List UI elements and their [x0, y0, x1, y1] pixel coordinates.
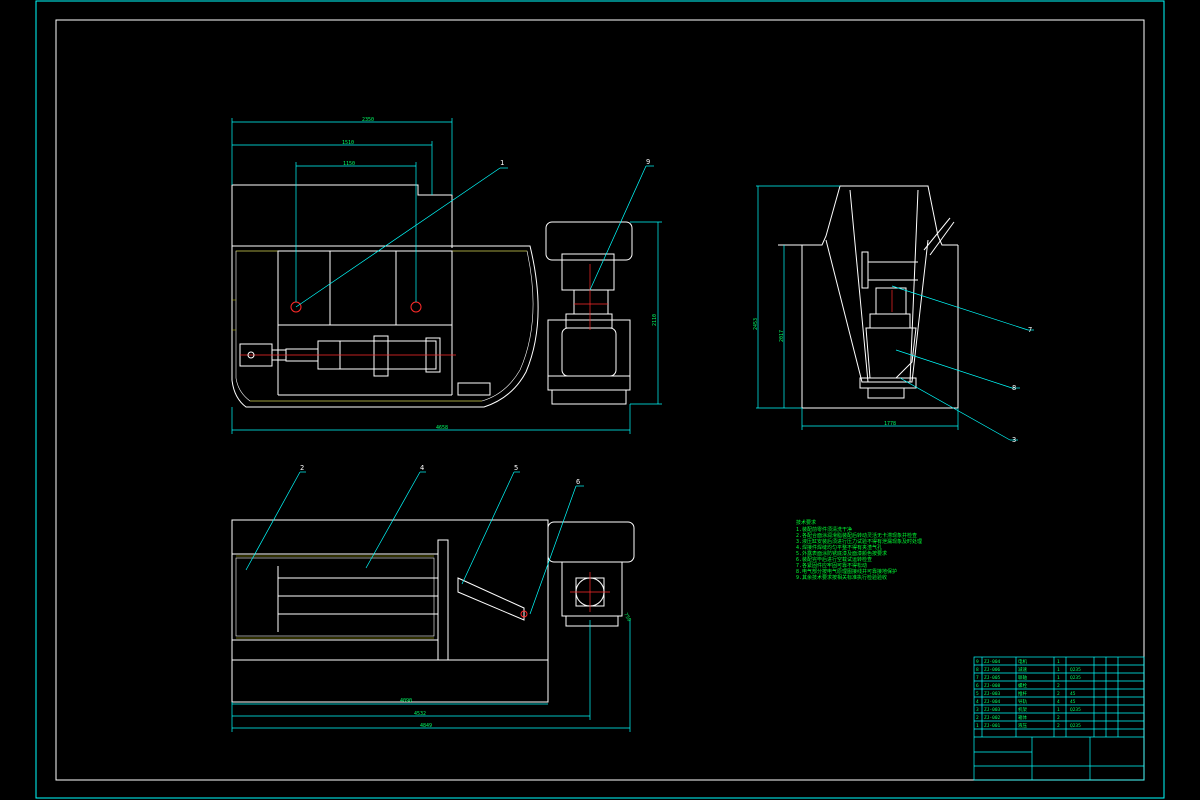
dim-motor: 750	[622, 612, 632, 623]
part-code: ZJ-003	[984, 707, 1001, 713]
part-code: ZJ-002	[984, 715, 1001, 721]
dim-side-left-inner: 2017	[779, 330, 785, 342]
part-qty: 1	[1057, 675, 1060, 681]
part-qty: 1	[1057, 659, 1060, 665]
part-qty: 2	[1057, 683, 1060, 689]
part-row: 8	[976, 667, 979, 673]
note-line: 2.各配合面涂润滑脂装配后转动灵活无卡滞现象并检查	[796, 532, 917, 539]
part-row: 5	[976, 691, 979, 697]
balloon-2: 2	[300, 464, 304, 472]
balloon-9: 9	[646, 158, 650, 166]
part-name: 液压	[1018, 722, 1027, 729]
part-name: 电机	[1018, 658, 1027, 665]
part-qty: 1	[1057, 707, 1060, 713]
part-code: ZJ-005	[984, 675, 1001, 681]
dim-top-mid: 1510	[342, 140, 354, 146]
part-name: 机架	[1018, 706, 1027, 713]
balloon-3: 3	[1012, 436, 1016, 444]
dim-bottom-2: 4532	[414, 711, 426, 717]
part-material: 45	[1070, 699, 1076, 705]
balloon-1: 1	[500, 159, 504, 167]
part-code: ZJ-008	[984, 683, 1001, 689]
balloon-5: 5	[514, 464, 518, 472]
dim-top-inner: 1150	[343, 161, 355, 167]
part-name: 推杆	[1018, 690, 1027, 697]
side-view	[778, 185, 959, 409]
part-row: 4	[976, 699, 979, 705]
title-block	[973, 656, 1145, 781]
note-line: 4.焊接件焊缝均匀平整不得有夹渣气孔	[796, 544, 882, 551]
balloon-7: 7	[1028, 326, 1032, 334]
part-name: 联轴	[1018, 674, 1027, 681]
part-name: 箱体	[1018, 714, 1027, 721]
part-material: Q235	[1070, 707, 1081, 713]
inner-frame	[55, 19, 1145, 781]
dim-overall-width: 4658	[436, 425, 448, 431]
part-row: 9	[976, 659, 979, 665]
outer-frame	[35, 0, 1165, 799]
part-row: 7	[976, 675, 979, 681]
part-code: ZJ-004	[984, 659, 1001, 665]
note-line: 6.装配完毕后进行空载试运转检查	[796, 556, 872, 563]
part-qty: 2	[1057, 715, 1060, 721]
part-code: ZJ-004	[984, 699, 1001, 705]
part-material: 45	[1070, 691, 1076, 697]
part-qty: 1	[1057, 667, 1060, 673]
top-view-hatch	[236, 555, 434, 639]
part-name: 螺栓	[1018, 682, 1027, 689]
top-view-dimensions	[231, 471, 631, 732]
note-line: 3.液压缸安装后须进行压力试验不得有泄漏现象及时处理	[796, 538, 922, 545]
front-view	[231, 184, 633, 408]
dim-right-height: 2110	[652, 314, 658, 326]
part-code: ZJ-006	[984, 667, 1001, 673]
note-line: 9.其余技术要求按相关标准执行检验验收	[796, 574, 887, 581]
notes-title: 技术要求	[796, 519, 816, 526]
part-material: Q235	[1070, 723, 1081, 729]
part-material: Q235	[1070, 667, 1081, 673]
note-line: 8.电气部分按电气原理图接线并可靠接地保护	[796, 568, 897, 575]
dim-top-outer: 2350	[362, 117, 374, 123]
technical-notes: 技术要求 1.装配前零件须清洗干净 2.各配合面涂润滑脂装配后转动灵活无卡滞现象…	[796, 519, 922, 581]
part-row: 2	[976, 715, 979, 721]
dim-side-bottom: 1778	[884, 421, 896, 427]
part-name: 减速	[1018, 666, 1027, 673]
note-line: 5.外露表面涂防锈底漆及面漆颜色按要求	[796, 550, 887, 557]
top-view	[231, 519, 635, 703]
part-code: ZJ-003	[984, 691, 1001, 697]
part-name: 导轨	[1018, 698, 1027, 705]
part-row: 6	[976, 683, 979, 689]
part-code: ZJ-001	[984, 723, 1001, 729]
part-row: 1	[976, 723, 979, 729]
part-qty: 2	[1057, 691, 1060, 697]
part-qty: 2	[1057, 723, 1060, 729]
part-row: 3	[976, 707, 979, 713]
note-line: 7.各紧固件应牢固可靠不得松动	[796, 562, 867, 569]
dim-bottom-3: 4849	[420, 723, 432, 729]
dim-side-left-outer: 2453	[753, 318, 759, 330]
balloon-8: 8	[1012, 384, 1016, 392]
part-material: Q235	[1070, 675, 1081, 681]
parts-list: 9 ZJ-004 电机 1 8 ZJ-006 减速 1 Q235 7 ZJ-00…	[976, 658, 1081, 729]
side-view-dimensions	[756, 185, 1034, 441]
part-qty: 4	[1057, 699, 1060, 705]
dim-bottom-1: 4090	[400, 698, 412, 704]
balloon-4: 4	[420, 464, 424, 472]
balloon-6: 6	[576, 478, 580, 486]
note-line: 1.装配前零件须清洗干净	[796, 526, 852, 533]
front-view-dimensions	[231, 118, 662, 434]
